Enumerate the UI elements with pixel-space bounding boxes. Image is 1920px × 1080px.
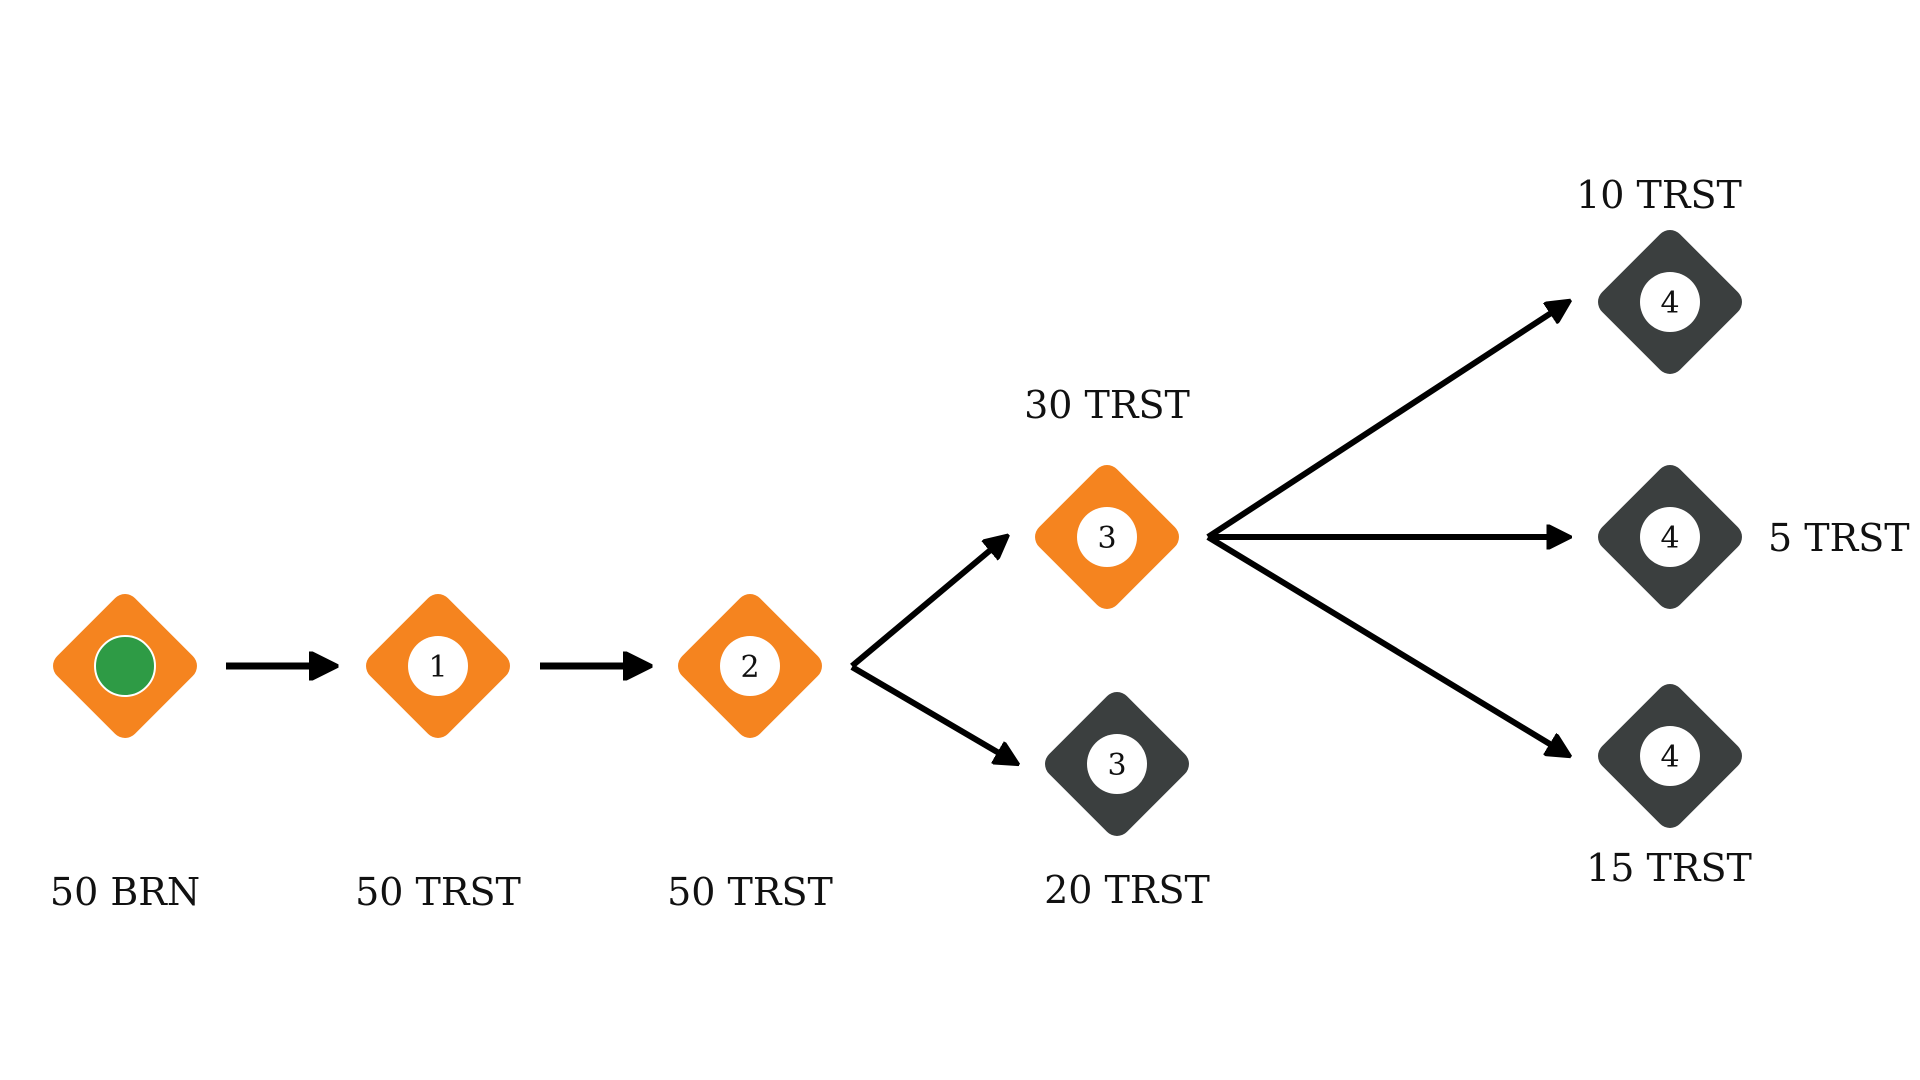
label-step3a: 30 TRST	[1024, 383, 1190, 427]
step-badge-circle	[408, 636, 468, 696]
node-step3b: 3	[1045, 692, 1189, 836]
arrow-step2-to-step3a	[850, 537, 1006, 669]
node-step1: 1	[366, 594, 510, 738]
step3b-number: 3	[1107, 748, 1126, 783]
step4a-number: 4	[1660, 286, 1679, 321]
step-badge-circle	[1087, 734, 1147, 794]
label-step1: 50 TRST	[355, 870, 521, 914]
label-step3b: 20 TRST	[1044, 868, 1210, 912]
arrow-step3a-to-step4c	[1206, 534, 1568, 755]
step4c-number: 4	[1660, 740, 1679, 775]
edges	[226, 302, 1568, 763]
step2-number: 2	[740, 650, 759, 685]
step-badge-circle	[1077, 507, 1137, 567]
label-step2: 50 TRST	[667, 870, 833, 914]
node-step2: 2	[678, 594, 822, 738]
step1-number: 1	[428, 650, 447, 685]
label-origin: 50 BRN	[50, 870, 200, 914]
step-badge-circle	[1640, 507, 1700, 567]
label-step4b: 5 TRST	[1768, 516, 1910, 560]
step3a-number: 3	[1097, 521, 1116, 556]
arrow-step3a-to-step4a	[1206, 302, 1568, 540]
node-step3a: 3	[1035, 465, 1179, 609]
step-badge-circle	[1640, 272, 1700, 332]
label-step4a: 10 TRST	[1576, 173, 1742, 217]
node-origin	[53, 594, 197, 738]
node-step4a: 4	[1598, 230, 1742, 374]
arrow-step2-to-step3b	[850, 664, 1016, 763]
step4b-number: 4	[1660, 521, 1679, 556]
labels: 50 BRN 50 TRST 50 TRST 30 TRST 20 TRST 1…	[50, 173, 1910, 914]
step-badge-circle	[720, 636, 780, 696]
green-dot-icon	[94, 635, 156, 697]
label-step4c: 15 TRST	[1586, 846, 1752, 890]
node-step4b: 4	[1598, 465, 1742, 609]
node-step4c: 4	[1598, 684, 1742, 828]
step-badge-circle	[1640, 726, 1700, 786]
